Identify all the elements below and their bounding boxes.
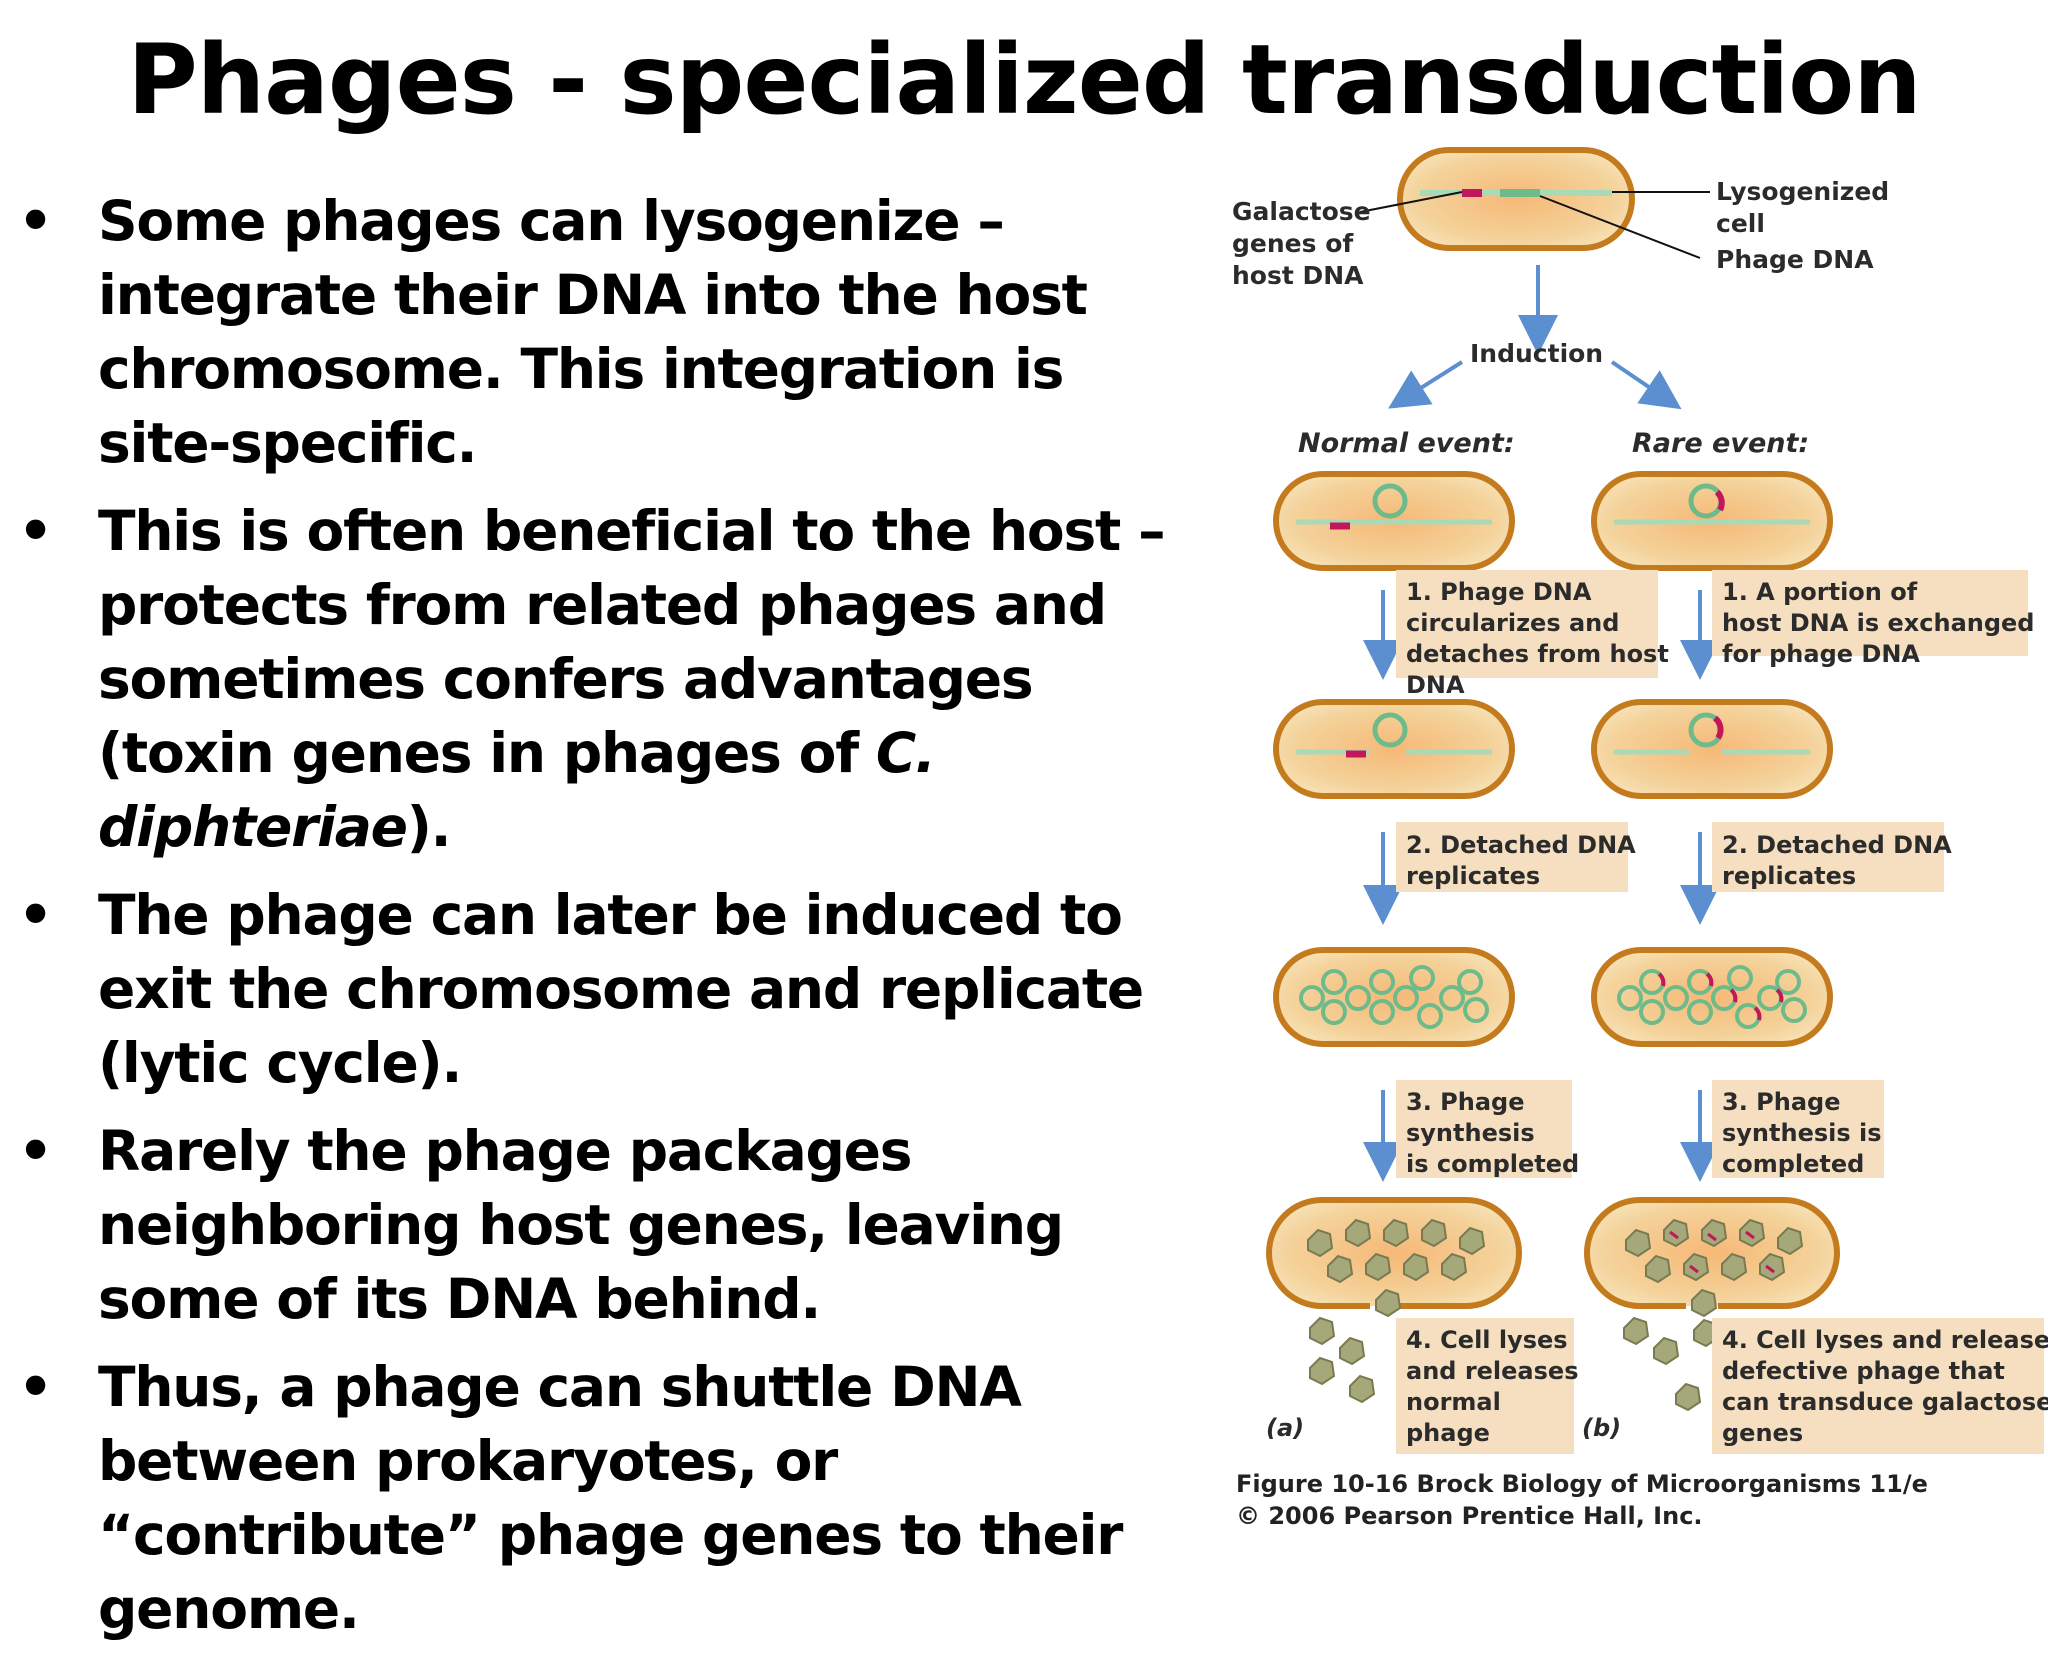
caption-line-2: © 2006 Pearson Prentice Hall, Inc. — [1236, 1502, 1703, 1530]
step3-rare-label: 3. Phage synthesis is completed — [1722, 1088, 1890, 1178]
step1-rare-box — [1712, 570, 2028, 656]
bullet-item: • Rarely the phage packages neighboring … — [18, 1114, 1188, 1336]
bullet-text: The phage can later be induced to exit t… — [98, 883, 1144, 1095]
normal-cell-row1 — [1273, 471, 1515, 571]
induction-arrow-left — [1388, 360, 1464, 409]
bullet-marker: • — [18, 1119, 53, 1183]
step2-rare-label: 2. Detached DNA replicates — [1722, 831, 1960, 890]
bullet-marker: • — [18, 883, 53, 947]
step4-rare-label: 4. Cell lyses and releases defective pha… — [1722, 1326, 2048, 1447]
step1-normal-label: 1. Phage DNA circularizes and detaches f… — [1406, 578, 1677, 699]
bullet-text: This is often beneficial to the host – p… — [98, 499, 1166, 785]
galactose-label: Galactose genes of host DNA — [1232, 197, 1379, 290]
normal-cell-row2 — [1273, 699, 1515, 799]
slide-title: Phages - specialized transduction — [127, 24, 1921, 136]
step3-normal-box — [1396, 1080, 1572, 1178]
panel-b-label: (b) — [1582, 1414, 1621, 1442]
rare-event-heading: Rare event: — [1632, 428, 1809, 459]
bullet-item: • The phage can later be induced to exit… — [18, 878, 1188, 1100]
bullet-list: • Some phages can lysogenize – integrate… — [18, 184, 1188, 1660]
step2-normal-label: 2. Detached DNA replicates — [1406, 831, 1644, 890]
bullet-text: Thus, a phage can shuttle DNA between pr… — [98, 1355, 1123, 1641]
bullet-item: • Some phages can lysogenize – integrate… — [18, 184, 1188, 480]
rare-cell-row3 — [1591, 947, 1833, 1047]
rare-cell-row2 — [1591, 699, 1833, 799]
species-name: C. diphteriae — [98, 721, 936, 859]
bullet-text-end: ). — [406, 795, 452, 859]
step4-rare-box — [1712, 1318, 2044, 1454]
step2-rare-box — [1712, 822, 1944, 892]
bullet-marker: • — [18, 1355, 53, 1419]
step3-rare-box — [1712, 1080, 1884, 1178]
bullet-item: • This is often beneficial to the host –… — [18, 494, 1188, 864]
bullet-text: Rarely the phage packages neighboring ho… — [98, 1119, 1064, 1331]
panel-a-label: (a) — [1266, 1414, 1304, 1442]
normal-cell-lysing — [1266, 1197, 1522, 1404]
bullet-marker: • — [18, 189, 53, 253]
lysogenized-label: Lysogenized cell — [1716, 177, 1898, 238]
step1-normal-box — [1396, 570, 1658, 678]
caption-line-1: Figure 10-16 Brock Biology of Microorgan… — [1236, 1470, 1928, 1498]
bullet-text: Some phages can lysogenize – integrate t… — [98, 189, 1088, 475]
induction-arrow-right — [1610, 360, 1682, 410]
figure-caption: Figure 10-16 Brock Biology of Microorgan… — [1236, 1468, 2036, 1532]
normal-cell-row3 — [1273, 947, 1515, 1047]
normal-event-heading: Normal event: — [1298, 428, 1515, 459]
step4-normal-label: 4. Cell lyses and releases normal phage — [1406, 1326, 1587, 1447]
bullet-item: • Thus, a phage can shuttle DNA between … — [18, 1350, 1188, 1646]
transduction-diagram: Galactose genes of host DNA Lysogenized … — [1232, 147, 2048, 1454]
phage-dna-pointer — [1539, 195, 1701, 259]
galactose-pointer — [1359, 191, 1463, 213]
rare-cell-row1 — [1591, 471, 1833, 571]
rare-cell-lysing — [1584, 1197, 1840, 1412]
step1-rare-label: 1. A portion of host DNA is exchanged fo… — [1722, 578, 2043, 668]
step3-normal-label: 3. Phage synthesis is completed — [1406, 1088, 1579, 1178]
bullet-marker: • — [18, 499, 53, 563]
step4-normal-box — [1396, 1318, 1574, 1454]
transduction-figure: Galactose genes of host DNA Lysogenized … — [1200, 140, 2048, 1536]
lysogenized-cell — [1397, 147, 1635, 251]
step2-normal-box — [1396, 822, 1628, 892]
induction-label: Induction — [1470, 339, 1603, 368]
phage-dna-label: Phage DNA — [1716, 245, 1874, 274]
